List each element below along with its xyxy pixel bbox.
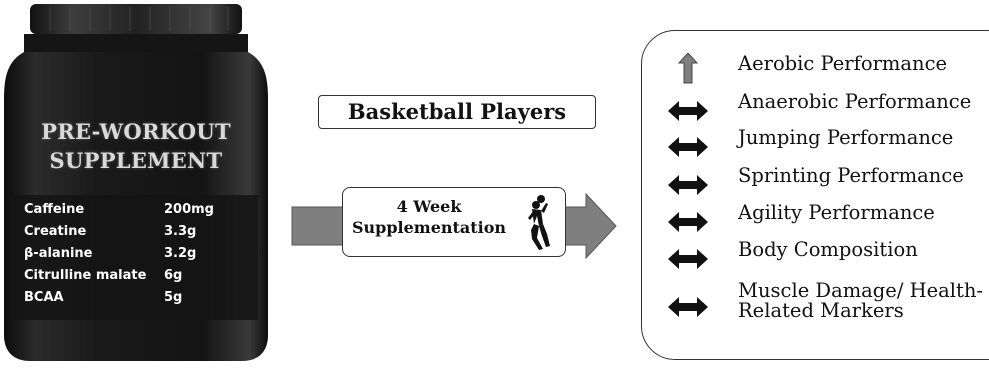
outcome-label: Body Composition (738, 238, 918, 261)
outcome-label: Aerobic Performance (738, 52, 948, 75)
outcome-label: Agility Performance (738, 201, 935, 224)
ingredient-name: Creatine (24, 224, 87, 239)
ingredient-row: Creatine 3.3g (24, 221, 244, 243)
intervention-box: 4 Week Supplementation (342, 187, 566, 257)
ingredient-dose: 6g (164, 268, 183, 283)
ingredient-dose: 3.3g (164, 224, 197, 239)
flow-arrow-head (561, 192, 617, 260)
outcome-item: Sprinting Performance (642, 165, 989, 197)
double-arrow-icon (668, 101, 708, 121)
outcome-item: Anaerobic Performance (642, 91, 989, 123)
outcome-label: Jumping Performance (738, 126, 954, 149)
arrow-up-icon (677, 53, 699, 84)
ingredient-name: Caffeine (24, 202, 85, 217)
jar-title-line2: SUPPLEMENT (49, 148, 223, 173)
outcome-item: Aerobic Performance (642, 53, 989, 85)
ingredient-row: Caffeine 200mg (24, 199, 244, 221)
double-arrow-icon (668, 137, 708, 157)
ingredient-row: BCAA 5g (24, 287, 244, 309)
outcome-item: Jumping Performance (642, 127, 989, 159)
jar-graphic (4, 4, 268, 361)
outcome-item: Muscle Damage/ Health- Related Markers (642, 281, 989, 325)
double-arrow-icon (668, 249, 708, 269)
outcome-label: Sprinting Performance (738, 164, 964, 187)
outcome-label-line1: Muscle Damage/ Health- (738, 279, 983, 302)
intervention-line2: Supplementation (351, 218, 507, 237)
outcome-label: Muscle Damage/ Health- Related Markers (738, 281, 983, 321)
ingredient-row: Citrulline malate 6g (24, 265, 244, 287)
intervention-label: 4 Week Supplementation (349, 196, 509, 238)
ingredient-dose: 3.2g (164, 246, 197, 261)
ingredient-dose: 200mg (164, 202, 214, 217)
ingredient-dose: 5g (164, 290, 183, 305)
intervention-line1: 4 Week (396, 197, 462, 216)
outcomes-panel: Aerobic Performance Anaerobic Performanc… (641, 30, 989, 360)
flow-arrow-tail (291, 206, 349, 246)
ingredient-row: β-alanine 3.2g (24, 243, 244, 265)
ingredient-name: Citrulline malate (24, 268, 147, 283)
double-arrow-icon (668, 175, 708, 195)
outcome-item: Body Composition (642, 239, 989, 271)
outcome-label: Anaerobic Performance (738, 90, 972, 113)
outcome-label-line2: Related Markers (738, 299, 904, 322)
supplement-jar: PRE-WORKOUT SUPPLEMENT Caffeine 200mg Cr… (0, 0, 272, 365)
double-arrow-icon (668, 297, 708, 317)
jar-title-line1: PRE-WORKOUT (41, 119, 231, 144)
double-arrow-icon (668, 212, 708, 232)
ingredient-name: BCAA (24, 290, 64, 305)
ingredient-name: β-alanine (24, 246, 93, 261)
population-label: Basketball Players (318, 95, 596, 129)
basketball-player-icon (528, 195, 550, 250)
outcome-item: Agility Performance (642, 202, 989, 234)
flow-arrow (291, 192, 617, 260)
